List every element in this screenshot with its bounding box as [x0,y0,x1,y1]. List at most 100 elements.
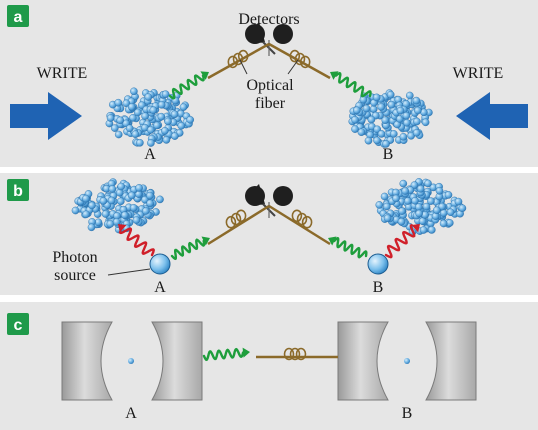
atom [373,136,381,145]
atom [454,197,463,206]
photon-source-leader [107,268,151,276]
atom [416,184,425,193]
atom [413,106,422,115]
panel-c: c A B [0,302,538,430]
atom [351,125,359,133]
atom [141,112,149,120]
node-b-label-b: B [373,279,384,296]
photon-source-icon [149,253,171,275]
node-b-label-a: B [383,146,394,163]
atom [186,116,194,124]
photon-arrowhead [200,71,209,80]
atom [375,201,384,209]
panel-a-background [0,0,538,167]
fiber-left-b [207,204,270,246]
atom [435,186,444,195]
atom [444,191,453,199]
atom [94,218,103,227]
atom [88,201,96,210]
photon-wave-path [118,227,155,257]
fiber-right-a [268,42,331,80]
detectors-label: Detectors [238,11,299,28]
atom [125,124,134,133]
node-b-label-c: B [402,405,413,422]
atom [129,114,137,122]
photon-wave-path [170,238,206,261]
atom [399,179,408,188]
atom [427,197,435,205]
fiber-coil-loop [232,52,244,66]
fiber-coil-loop [283,347,295,361]
atom [179,103,188,111]
atom [382,202,391,211]
atom [405,91,414,100]
atom [149,106,158,114]
mirror-cavity-icon [61,321,113,401]
atom [377,130,386,138]
detector-assembly-a [245,22,293,56]
atom [144,93,153,101]
atom [87,223,96,232]
atom [127,103,136,111]
atom [161,127,169,135]
photon-wave-path [333,236,368,259]
fiber-coil-loop [227,55,239,69]
atom [106,220,115,228]
optical-fiber-label-line1: Optical [246,77,294,94]
fiber-coil-loop [225,215,237,229]
write-label-right: WRITE [453,65,504,82]
atom [117,182,125,191]
mirror-cavity-icon [151,321,203,401]
photon-arrowhead [411,224,420,233]
atom [111,124,119,132]
atom [177,122,186,130]
photon-source-label-line2: source [54,267,96,284]
fiber-coil-loop [289,49,301,63]
atom [157,101,166,109]
atom [413,117,421,126]
atom [382,140,390,148]
atom [131,130,140,138]
atom [132,216,141,224]
atom [99,197,108,205]
atom [121,211,129,219]
photon-wave-path [168,74,205,100]
panel-c-tag: c [7,313,29,335]
atom [392,194,400,203]
node-a-label-a: A [144,146,156,163]
atom [127,191,136,200]
atom-cloud-icon [71,178,164,234]
atom [114,98,123,107]
atom [410,181,419,189]
panel-b-tag: b [7,179,29,201]
atom [115,188,124,197]
atom [147,139,155,147]
fiber-left-a [207,42,270,80]
atom [162,136,171,144]
atom [422,202,431,211]
fiber-coil-icon [283,347,307,361]
detector-icon [273,24,293,44]
atom [82,210,90,219]
atom [446,208,455,216]
atom [112,218,121,226]
fiber-coil-icon [225,209,247,229]
photon-wave-icon [118,224,155,257]
write-arrow-icon [456,92,528,140]
atom-cloud-icon [348,89,433,148]
photon-wave-path [334,71,372,98]
atom [383,214,392,222]
atom [362,104,371,113]
fiber-coil-icon [227,49,249,69]
atom [397,217,406,226]
atom [114,130,123,139]
write-label-left: WRITE [37,65,88,82]
panel-a-tag-box [7,5,29,27]
photon-wave-icon [202,347,250,362]
atom [135,184,143,192]
fiber-coil-loop [291,209,303,223]
atom [146,191,154,200]
atom [146,199,154,208]
atom [153,121,161,130]
node-a-label-b: A [154,279,166,296]
